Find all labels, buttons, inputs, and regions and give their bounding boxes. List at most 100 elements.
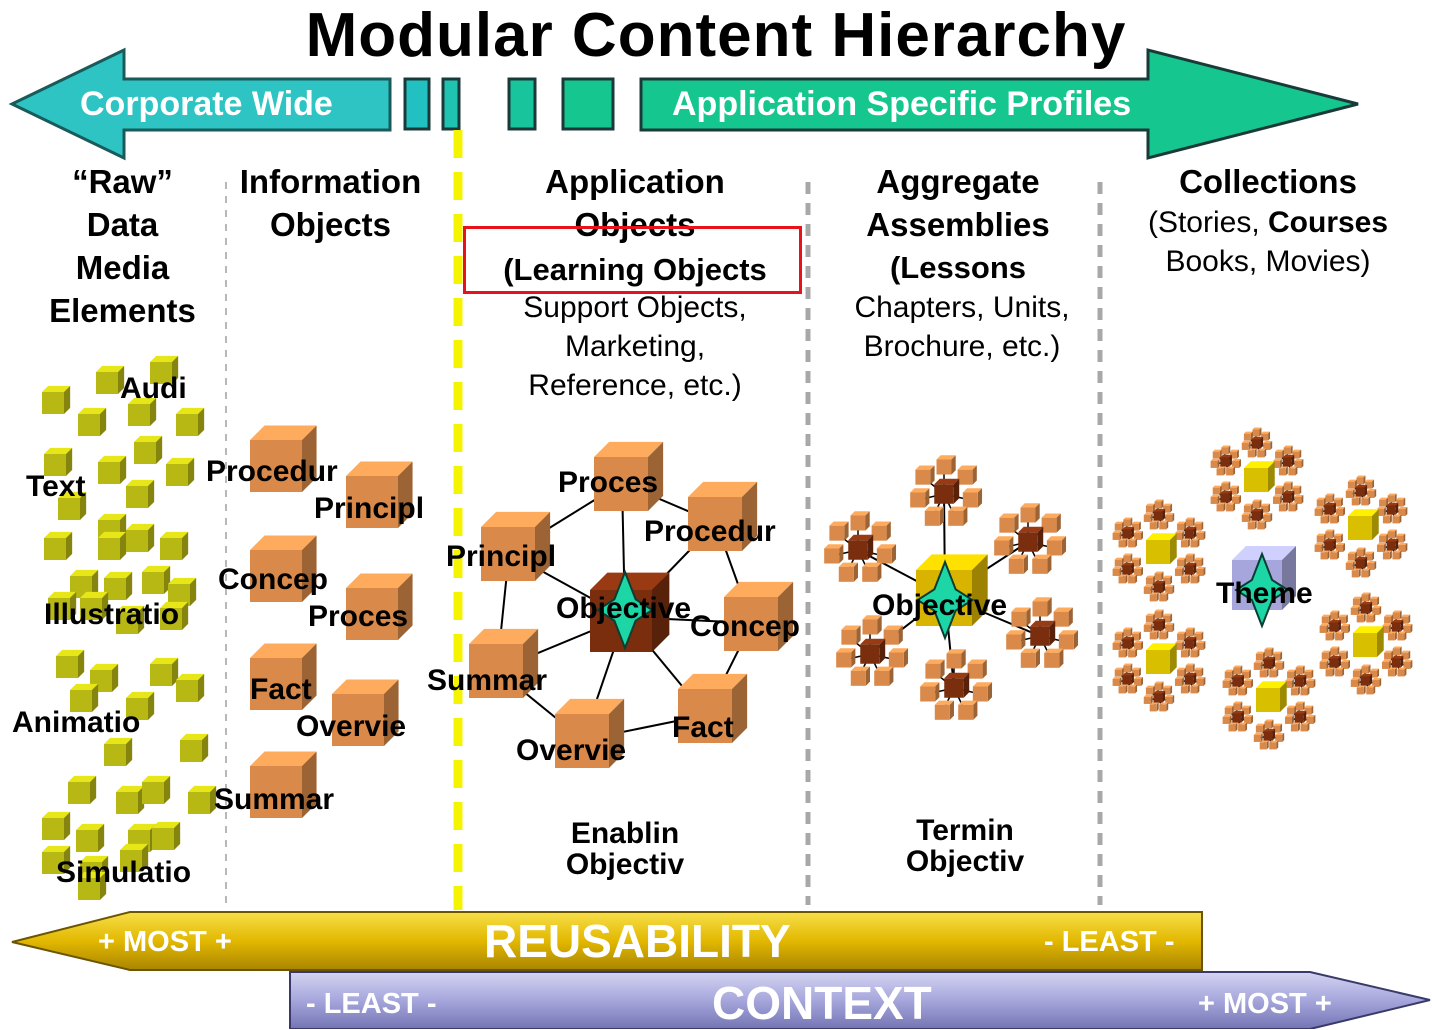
cluster-cube-icon	[1165, 512, 1175, 522]
teal-block	[403, 77, 431, 131]
mini-cluster	[1241, 427, 1273, 458]
cluster-cube-icon	[1165, 694, 1175, 704]
cluster-center-icon	[860, 638, 886, 664]
aggregate-star-icon	[915, 559, 975, 641]
raw-header-line: Media	[75, 249, 170, 286]
cluster-cube-icon	[1325, 631, 1335, 641]
collection-clusters	[1112, 427, 1413, 750]
cluster-cube-icon	[1118, 648, 1128, 658]
cluster-cube-icon	[1288, 502, 1298, 512]
cluster-cube-icon	[1163, 613, 1173, 623]
cluster-cube-icon	[1290, 722, 1300, 732]
raw-cube-icon	[150, 657, 179, 686]
mini-cluster	[1210, 481, 1242, 512]
cluster-cube-icon	[1361, 664, 1371, 674]
cluster-cube-icon	[1384, 650, 1394, 660]
cluster-cube-icon	[1006, 630, 1026, 650]
cluster-cube-icon	[1194, 667, 1204, 677]
cluster-cube-icon	[1261, 431, 1271, 441]
cluster-cube-icon	[1356, 685, 1366, 695]
cluster-cube-icon	[1032, 597, 1052, 617]
cluster-cube-icon	[1118, 538, 1128, 548]
cluster-cube-icon	[1351, 496, 1361, 506]
cluster-cube-icon	[1221, 481, 1231, 491]
cluster-cube-icon	[1397, 631, 1407, 641]
mini-cluster	[1143, 681, 1175, 712]
context-title: CONTEXT	[712, 977, 932, 1029]
cluster-cube-icon	[958, 700, 978, 720]
cluster-cube-icon	[874, 666, 894, 686]
context-bar	[289, 971, 1431, 1029]
mini-cluster	[1174, 663, 1206, 694]
cluster-cube-icon	[1053, 607, 1073, 627]
cluster-cube-icon	[1190, 574, 1200, 584]
cluster-cube-icon	[1196, 676, 1206, 686]
mini-cluster	[1112, 517, 1144, 548]
cluster-cube-icon	[1372, 677, 1382, 687]
cluster-cube-icon	[1149, 630, 1159, 640]
cluster-cube-icon	[1177, 631, 1187, 641]
info-item-procedure: Procedur	[206, 455, 338, 488]
cluster-cube-icon	[1134, 640, 1144, 650]
app-node-overview: Overvie	[516, 734, 627, 767]
cluster-cube-icon	[1333, 533, 1343, 543]
cluster-cube-icon	[1154, 609, 1164, 619]
cluster-cube-icon	[1287, 705, 1297, 715]
cluster-cube-icon	[967, 659, 987, 679]
cluster-cube-icon	[1387, 631, 1397, 641]
aggregate-cluster	[1006, 597, 1079, 668]
cluster-cube-icon	[948, 506, 968, 526]
cluster-cube-icon	[1330, 514, 1340, 524]
collections-subtitle: (Stories, Courses Books, Movies)	[1104, 203, 1432, 281]
cluster-cube-icon	[1008, 554, 1028, 574]
raw-header-line: “Raw”	[72, 163, 173, 200]
cluster-cube-icon	[1143, 622, 1153, 632]
cluster-cube-icon	[1112, 676, 1122, 686]
enabling-objective-line: Enablin	[570, 817, 680, 850]
cluster-cube-icon	[1212, 449, 1222, 459]
cluster-cube-icon	[972, 682, 993, 702]
context-most: + MOST +	[1198, 988, 1332, 1020]
app-node-fact: Fact	[672, 711, 734, 744]
raw-cube-icon	[116, 605, 145, 634]
mini-cluster	[1376, 493, 1408, 524]
cluster-cube-icon	[1392, 610, 1402, 620]
raw-cube-icon	[126, 479, 155, 508]
mini-cluster	[1345, 475, 1377, 506]
raw-item-illustration: Illustratio	[44, 598, 180, 631]
cluster-cube-icon	[1325, 667, 1335, 677]
raw-cube-icon	[160, 531, 189, 560]
info-cube-icon	[346, 573, 413, 640]
raw-cube-icon	[78, 407, 107, 436]
raw-item-text: Text	[26, 470, 86, 503]
collection-node-icon	[1348, 509, 1379, 540]
cluster-cube-icon	[1112, 640, 1122, 650]
cluster-cube-icon	[1335, 631, 1345, 641]
cluster-cube-icon	[1387, 529, 1397, 539]
cluster-center-icon	[1391, 619, 1404, 632]
cluster-cube-icon	[1145, 613, 1155, 623]
cluster-cube-icon	[1284, 714, 1294, 724]
cluster-cube-icon	[1112, 566, 1122, 576]
cluster-cube-icon	[829, 521, 849, 541]
raw-item-simulation: Simulatio	[56, 856, 192, 889]
cluster-cube-icon	[946, 649, 966, 669]
cluster-center-icon	[1153, 618, 1166, 631]
cluster-cube-icon	[962, 488, 983, 508]
raw-cube-icon	[42, 811, 71, 840]
cluster-cube-icon	[994, 536, 1014, 556]
raw-media-cubes	[42, 355, 217, 900]
cluster-cube-icon	[883, 625, 903, 645]
agg-center-objective: Objective	[872, 589, 1008, 622]
cluster-cube-icon	[1382, 514, 1392, 524]
cluster-cube-icon	[1020, 503, 1040, 523]
cluster-cube-icon	[1294, 494, 1304, 504]
cluster-cube-icon	[1247, 520, 1257, 530]
cluster-cube-icon	[1131, 667, 1141, 677]
cluster-cube-icon	[936, 455, 956, 475]
cluster-cube-icon	[1325, 493, 1335, 503]
cluster-cube-icon	[1361, 592, 1371, 602]
cluster-cube-icon	[934, 700, 954, 720]
cluster-cube-icon	[1241, 440, 1251, 450]
collection-node-icon	[1353, 626, 1384, 657]
